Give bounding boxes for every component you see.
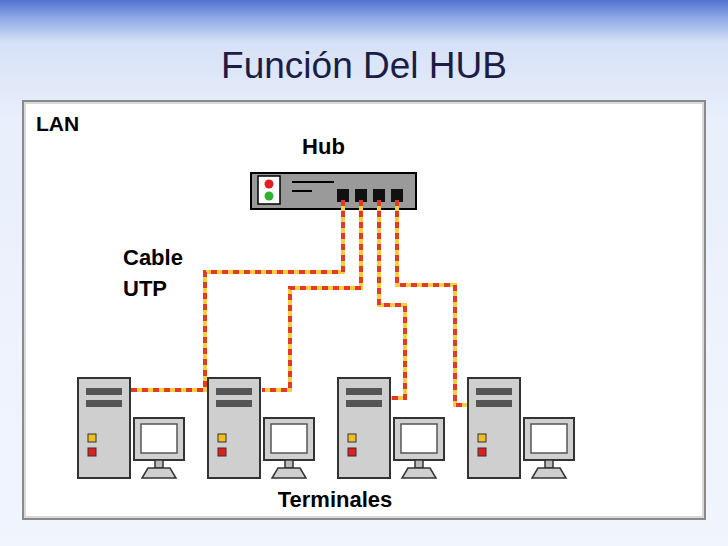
utp-cable bbox=[379, 200, 405, 398]
hub-port bbox=[355, 189, 367, 202]
panel-line bbox=[292, 181, 334, 183]
utp-cable bbox=[379, 200, 405, 398]
cable-stripes bbox=[130, 200, 472, 405]
computer-terminal bbox=[78, 378, 184, 478]
computer-terminal bbox=[208, 378, 314, 478]
green-led bbox=[265, 192, 274, 201]
computer-terminal bbox=[338, 378, 444, 478]
utp-cable bbox=[130, 200, 343, 390]
utp-cable bbox=[262, 200, 361, 390]
node-label: LAN bbox=[36, 112, 79, 136]
utp-cable bbox=[397, 200, 472, 405]
utp-cables bbox=[130, 200, 472, 405]
cable-base bbox=[130, 200, 472, 405]
hub-device: Hub bbox=[250, 172, 417, 210]
hub-port bbox=[337, 189, 349, 202]
cable-label: Cable UTP bbox=[123, 242, 213, 304]
node-label: Hub bbox=[240, 134, 407, 160]
status-light-box bbox=[258, 176, 280, 204]
hub-port bbox=[373, 189, 385, 202]
hub-port bbox=[391, 189, 403, 202]
terminals-label: Terminales bbox=[200, 484, 470, 515]
utp-cable bbox=[130, 200, 343, 390]
panel-line bbox=[292, 190, 312, 192]
lan-panel: LAN Hub bbox=[22, 100, 706, 520]
red-led bbox=[265, 180, 274, 189]
utp-cable bbox=[397, 200, 472, 405]
slide-title: Función Del HUB bbox=[0, 44, 728, 88]
computer-terminal bbox=[468, 378, 574, 478]
hub-front-panel bbox=[258, 176, 403, 204]
utp-cable bbox=[262, 200, 361, 390]
